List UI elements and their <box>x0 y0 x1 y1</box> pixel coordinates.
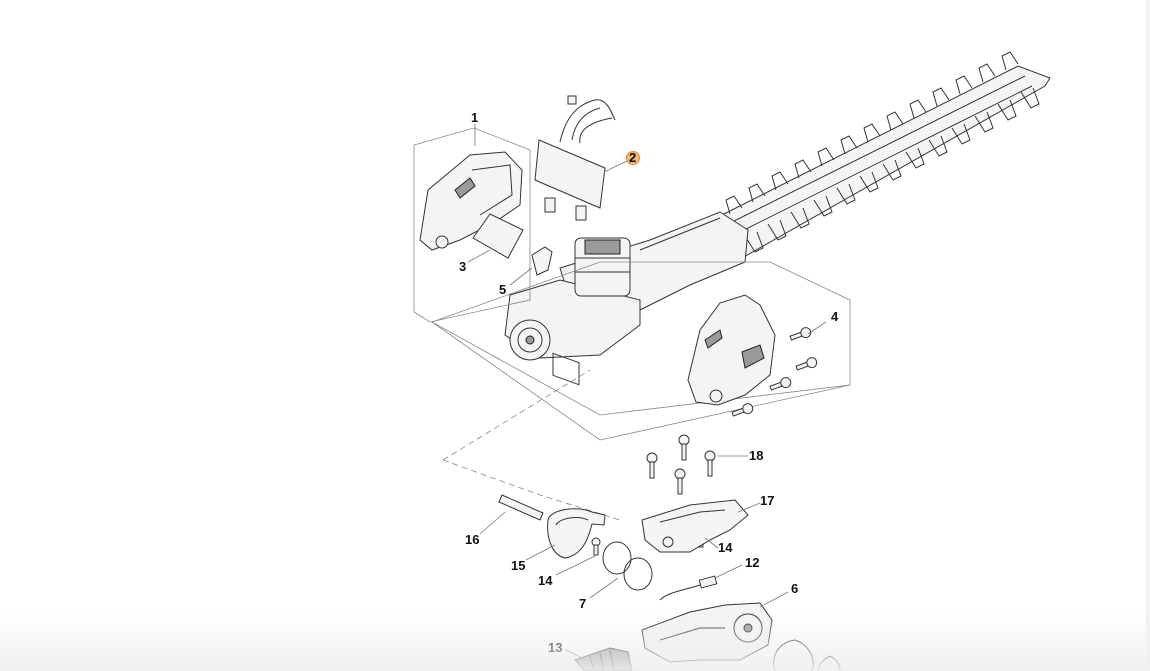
callout-18[interactable]: 18 <box>749 448 763 463</box>
callout-1[interactable]: 1 <box>471 110 478 125</box>
part-17-bracket <box>641 499 749 553</box>
assembly-frames <box>413 127 851 521</box>
part-13-grip <box>574 647 633 671</box>
callout-labels: 1 2 3 4 5 18 17 16 14 15 12 14 6 7 13 <box>459 110 839 655</box>
part-15-clamp <box>547 508 606 559</box>
callout-4[interactable]: 4 <box>831 309 839 324</box>
part-1-left-cover <box>419 151 523 251</box>
callout-5[interactable]: 5 <box>499 282 506 297</box>
callout-15[interactable]: 15 <box>511 558 525 573</box>
part-18-screws <box>646 434 716 495</box>
callout-14-left[interactable]: 14 <box>538 573 553 588</box>
cutter-blade <box>707 51 1051 259</box>
callout-3[interactable]: 3 <box>459 259 466 274</box>
callout-2-highlight <box>626 151 640 165</box>
part-2-control-board <box>534 95 616 386</box>
part-6-lower-housing <box>641 602 773 663</box>
retaining-rings <box>773 639 841 671</box>
callout-14-right[interactable]: 14 <box>718 540 733 555</box>
main-housing <box>504 211 749 361</box>
callout-16[interactable]: 16 <box>465 532 479 547</box>
callout-17[interactable]: 17 <box>760 493 774 508</box>
part-4-screws <box>731 327 818 417</box>
viewer-edge <box>1146 0 1150 671</box>
part-3-label <box>472 213 524 259</box>
part-14-screw-a <box>591 537 601 556</box>
callout-12[interactable]: 12 <box>745 555 759 570</box>
part-7-rings <box>602 541 653 591</box>
part-5-clip <box>531 246 553 276</box>
callout-2[interactable]: 2 <box>629 150 636 165</box>
right-cover <box>687 294 776 406</box>
callout-13[interactable]: 13 <box>548 640 562 655</box>
callout-7[interactable]: 7 <box>579 596 586 611</box>
part-16-pin <box>498 494 544 521</box>
part-12-sensor <box>659 575 718 601</box>
callout-6[interactable]: 6 <box>791 581 798 596</box>
